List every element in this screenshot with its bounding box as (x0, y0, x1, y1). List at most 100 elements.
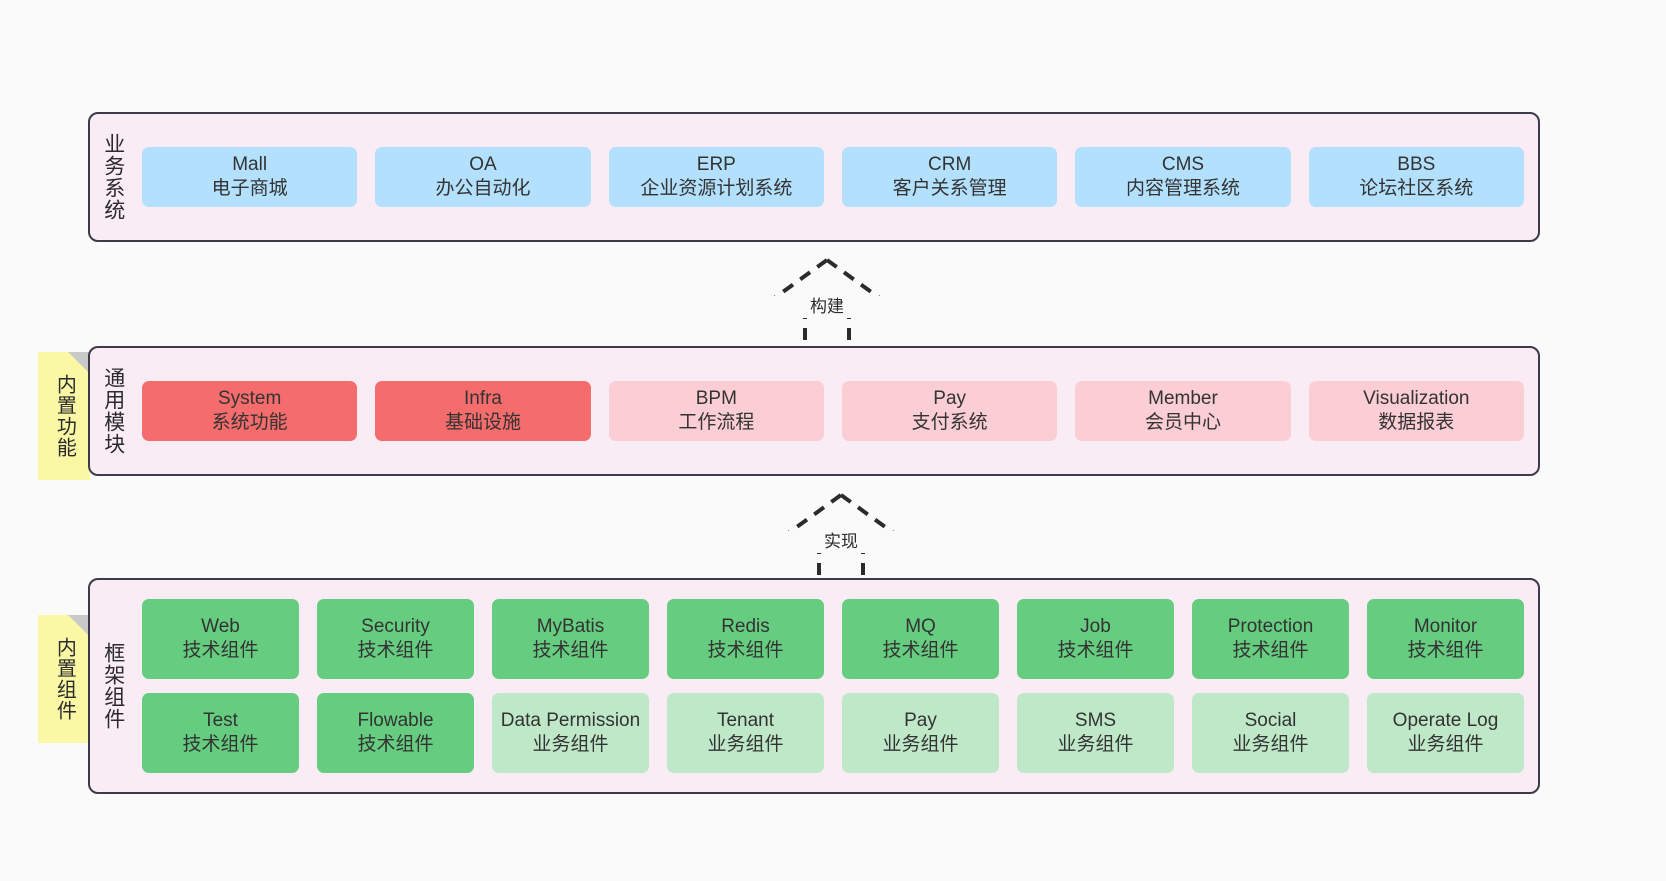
node-mall[interactable]: Mall 电子商城 (142, 147, 358, 207)
node-title: Tenant (716, 710, 775, 732)
layer-framework-component: 框架组件 Web 技术组件 Security 技术组件 MyBatis 技术组件… (88, 578, 1540, 794)
node-web[interactable]: Web 技术组件 (142, 599, 299, 679)
node-subtitle: 基础设施 (444, 412, 521, 433)
node-subtitle: 客户关系管理 (892, 178, 1007, 199)
node-title: Operate Log (1392, 710, 1499, 732)
node-title: Redis (721, 616, 770, 638)
node-title: SMS (1074, 710, 1117, 732)
node-title: MQ (905, 616, 936, 638)
node-subtitle: 系统功能 (211, 412, 288, 433)
node-social[interactable]: Social 业务组件 (1192, 693, 1349, 773)
layer-body-business-system: Mall 电子商城 OA 办公自动化 ERP 企业资源计划系统 CRM 客户关系… (136, 114, 1538, 240)
note-builtin-function: 内置功能 (38, 352, 90, 480)
node-test[interactable]: Test 技术组件 (142, 693, 299, 773)
node-subtitle: 技术组件 (882, 640, 959, 661)
node-redis[interactable]: Redis 技术组件 (667, 599, 824, 679)
arrowhead-left-edge (760, 258, 829, 309)
layer-title-common-module: 通用模块 (101, 367, 125, 455)
arrowhead-left-edge (774, 493, 843, 544)
node-title: MyBatis (536, 616, 605, 638)
node-monitor[interactable]: Monitor 技术组件 (1367, 599, 1524, 679)
node-cms[interactable]: CMS 内容管理系统 (1075, 147, 1291, 207)
node-system[interactable]: System 系统功能 (142, 381, 358, 441)
layer-title-business-system: 业务系统 (101, 133, 125, 221)
node-subtitle: 技术组件 (707, 640, 784, 661)
node-row: Mall 电子商城 OA 办公自动化 ERP 企业资源计划系统 CRM 客户关系… (142, 147, 1524, 207)
node-title: Mall (232, 154, 268, 176)
node-flowable[interactable]: Flowable 技术组件 (317, 693, 474, 773)
node-oa[interactable]: OA 办公自动化 (375, 147, 591, 207)
node-title: Security (361, 616, 430, 638)
node-security[interactable]: Security 技术组件 (317, 599, 474, 679)
node-visualization[interactable]: Visualization 数据报表 (1308, 381, 1524, 441)
node-sms[interactable]: SMS 业务组件 (1017, 693, 1174, 773)
connector-build: 构建 (742, 252, 912, 352)
node-operate-log[interactable]: Operate Log 业务组件 (1367, 693, 1524, 773)
arrowhead-right-edge (839, 493, 908, 544)
node-title: BBS (1397, 154, 1436, 176)
node-bpm[interactable]: BPM 工作流程 (608, 381, 824, 441)
node-title: Monitor (1413, 616, 1478, 638)
connector-implement: 实现 (756, 487, 926, 587)
node-subtitle: 业务组件 (1232, 734, 1309, 755)
node-subtitle: 论坛社区系统 (1359, 178, 1474, 199)
node-title: Test (203, 710, 238, 732)
node-protection[interactable]: Protection 技术组件 (1192, 599, 1349, 679)
node-subtitle: 技术组件 (1232, 640, 1309, 661)
node-title: Infra (463, 388, 502, 410)
node-pay-module[interactable]: Pay 支付系统 (841, 381, 1058, 441)
node-subtitle: 办公自动化 (435, 178, 531, 199)
node-infra[interactable]: Infra 基础设施 (375, 381, 591, 441)
arrowhead-right-edge (825, 258, 894, 309)
node-tenant[interactable]: Tenant 业务组件 (667, 693, 824, 773)
note-builtin-component: 内置组件 (38, 615, 90, 743)
node-subtitle: 工作流程 (678, 412, 755, 433)
node-subtitle: 内容管理系统 (1125, 178, 1240, 199)
layer-business-system: 业务系统 Mall 电子商城 OA 办公自动化 ERP 企业资源计划系统 CRM… (88, 112, 1540, 242)
node-subtitle: 技术组件 (357, 640, 434, 661)
node-subtitle: 业务组件 (882, 734, 959, 755)
node-member[interactable]: Member 会员中心 (1075, 381, 1291, 441)
node-subtitle: 数据报表 (1378, 412, 1455, 433)
node-subtitle: 技术组件 (1057, 640, 1134, 661)
layer-common-module: 通用模块 System 系统功能 Infra 基础设施 BPM 工作流程 Pay… (88, 346, 1540, 476)
node-pay-component[interactable]: Pay 业务组件 (842, 693, 999, 773)
node-title: Flowable (357, 710, 434, 732)
node-subtitle: 业务组件 (1057, 734, 1134, 755)
node-job[interactable]: Job 技术组件 (1017, 599, 1174, 679)
node-title: CRM (928, 154, 972, 176)
node-subtitle: 电子商城 (211, 178, 288, 199)
node-title: Web (201, 616, 240, 638)
node-title: Pay (904, 710, 937, 732)
node-title: ERP (696, 154, 736, 176)
layer-body-common-module: System 系统功能 Infra 基础设施 BPM 工作流程 Pay 支付系统… (136, 348, 1538, 474)
note-label: 内置功能 (53, 374, 76, 458)
node-row: Test 技术组件 Flowable 技术组件 Data Permission … (142, 693, 1524, 773)
node-subtitle: 技术组件 (182, 734, 259, 755)
node-subtitle: 技术组件 (1407, 640, 1484, 661)
node-mq[interactable]: MQ 技术组件 (842, 599, 999, 679)
node-title: Visualization (1363, 388, 1470, 410)
node-row: Web 技术组件 Security 技术组件 MyBatis 技术组件 Redi… (142, 599, 1524, 679)
node-title: Pay (933, 388, 967, 410)
node-subtitle: 技术组件 (532, 640, 609, 661)
node-title: Protection (1227, 616, 1314, 638)
node-mybatis[interactable]: MyBatis 技术组件 (492, 599, 649, 679)
node-data-permission[interactable]: Data Permission 业务组件 (492, 693, 649, 773)
node-subtitle: 业务组件 (532, 734, 609, 755)
node-erp[interactable]: ERP 企业资源计划系统 (608, 147, 824, 207)
layer-title-framework-component: 框架组件 (101, 642, 125, 730)
node-title: Member (1148, 388, 1218, 410)
node-crm[interactable]: CRM 客户关系管理 (841, 147, 1058, 207)
note-label: 内置组件 (53, 637, 76, 721)
node-row: System 系统功能 Infra 基础设施 BPM 工作流程 Pay 支付系统… (142, 381, 1524, 441)
node-title: Data Permission (500, 710, 641, 732)
node-title: OA (469, 154, 497, 176)
node-subtitle: 业务组件 (707, 734, 784, 755)
node-bbs[interactable]: BBS 论坛社区系统 (1308, 147, 1524, 207)
node-subtitle: 支付系统 (911, 412, 988, 433)
node-subtitle: 技术组件 (182, 640, 259, 661)
node-subtitle: 技术组件 (357, 734, 434, 755)
node-title: BPM (695, 388, 737, 410)
